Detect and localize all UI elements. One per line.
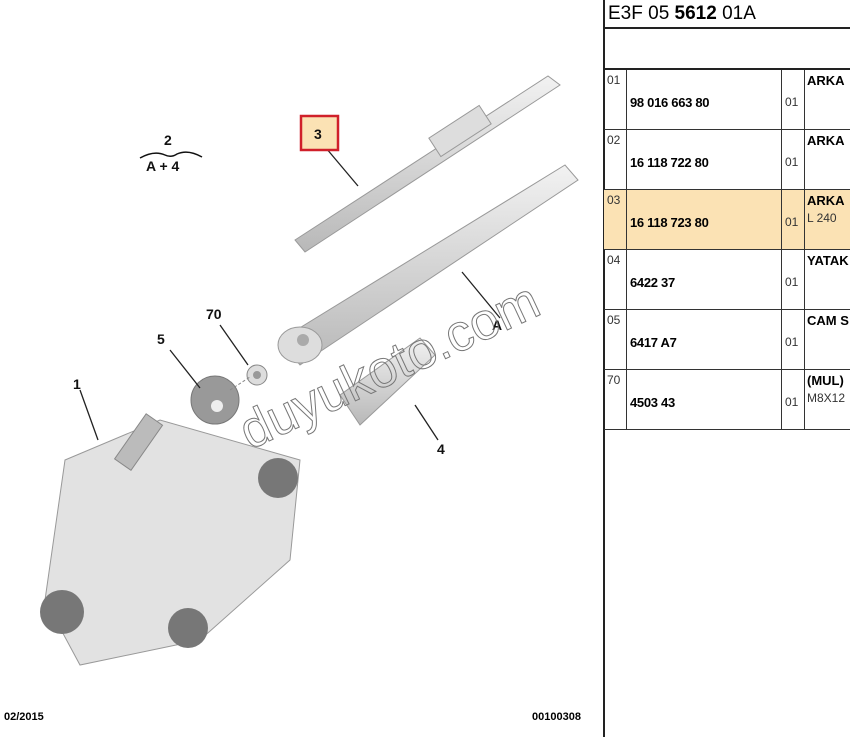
exploded-parts-diagram: 2 A + 4 3 A 70 5 1 4 duyukoto.com	[40, 75, 579, 666]
description: (MUL) M8X12	[805, 370, 850, 429]
table-row[interactable]: 70 4503 43 01 (MUL) M8X12	[604, 370, 850, 430]
cap[interactable]	[190, 375, 240, 425]
ref-prefix: E3F 05	[608, 3, 675, 24]
description-title: (MUL)	[807, 373, 844, 388]
ref-bold: 5612	[674, 3, 717, 24]
callout-arm[interactable]: A	[492, 317, 502, 333]
footer-date: 02/2015	[4, 711, 44, 723]
callout-group-formula: A + 4	[146, 158, 180, 174]
callout-cover[interactable]: 4	[437, 441, 445, 457]
part-number[interactable]: 6417 A7	[627, 310, 782, 369]
callout-highlight-box[interactable]	[299, 114, 340, 152]
table-row[interactable]: 02 16 118 722 80 01 ARKA	[604, 130, 850, 190]
quantity: 01	[782, 370, 805, 429]
description-title: YATAK	[807, 253, 849, 268]
footer-code: 00100308	[532, 711, 581, 723]
wiper-motor[interactable]	[40, 413, 301, 666]
table-row[interactable]: 01 98 016 663 80 01 ARKA	[604, 70, 850, 130]
callout-motor[interactable]: 1	[73, 376, 81, 392]
part-number[interactable]: 16 118 723 80	[627, 190, 782, 249]
description-detail: L 240	[807, 211, 837, 225]
cover[interactable]	[339, 337, 436, 426]
description: ARKA L 240	[805, 190, 850, 249]
row-index: 04	[604, 250, 627, 309]
part-number[interactable]: 6422 37	[627, 250, 782, 309]
description-title: CAM S	[807, 313, 849, 328]
leader-lines	[79, 147, 501, 441]
quantity: 01	[782, 310, 805, 369]
wiper-blade[interactable]	[294, 75, 561, 253]
callout-nut[interactable]: 70	[206, 306, 222, 322]
callout-cap[interactable]: 5	[157, 331, 165, 347]
callout-group: 2	[164, 132, 172, 148]
row-index: 02	[604, 130, 627, 189]
row-index: 70	[604, 370, 627, 429]
wiper-arm[interactable]	[277, 164, 579, 366]
quantity: 01	[782, 190, 805, 249]
row-index: 01	[604, 70, 627, 129]
table-row[interactable]: 03 16 118 723 80 01 ARKA L 240	[604, 190, 850, 250]
divider	[604, 27, 850, 29]
table-row[interactable]: 04 6422 37 01 YATAK	[604, 250, 850, 310]
part-number[interactable]: 98 016 663 80	[627, 70, 782, 129]
divider	[603, 0, 605, 737]
description: YATAK	[805, 250, 850, 309]
part-number[interactable]: 4503 43	[627, 370, 782, 429]
brace-icon	[139, 151, 203, 159]
ref-suffix: 01A	[716, 3, 756, 24]
row-index: 03	[604, 190, 627, 249]
description: CAM S	[805, 310, 850, 369]
description-title: ARKA	[807, 193, 845, 208]
table-row[interactable]: 05 6417 A7 01 CAM S	[604, 310, 850, 370]
description: ARKA	[805, 130, 850, 189]
catalog-reference: E3F 05 5612 01A	[608, 3, 756, 25]
description-title: ARKA	[807, 73, 845, 88]
row-index: 05	[604, 310, 627, 369]
quantity: 01	[782, 70, 805, 129]
nut[interactable]	[246, 364, 268, 386]
description-title: ARKA	[807, 133, 845, 148]
description-detail: M8X12	[807, 391, 846, 405]
callout-blade[interactable]: 3	[314, 126, 322, 142]
part-number[interactable]: 16 118 722 80	[627, 130, 782, 189]
description: ARKA	[805, 70, 850, 129]
quantity: 01	[782, 250, 805, 309]
quantity: 01	[782, 130, 805, 189]
